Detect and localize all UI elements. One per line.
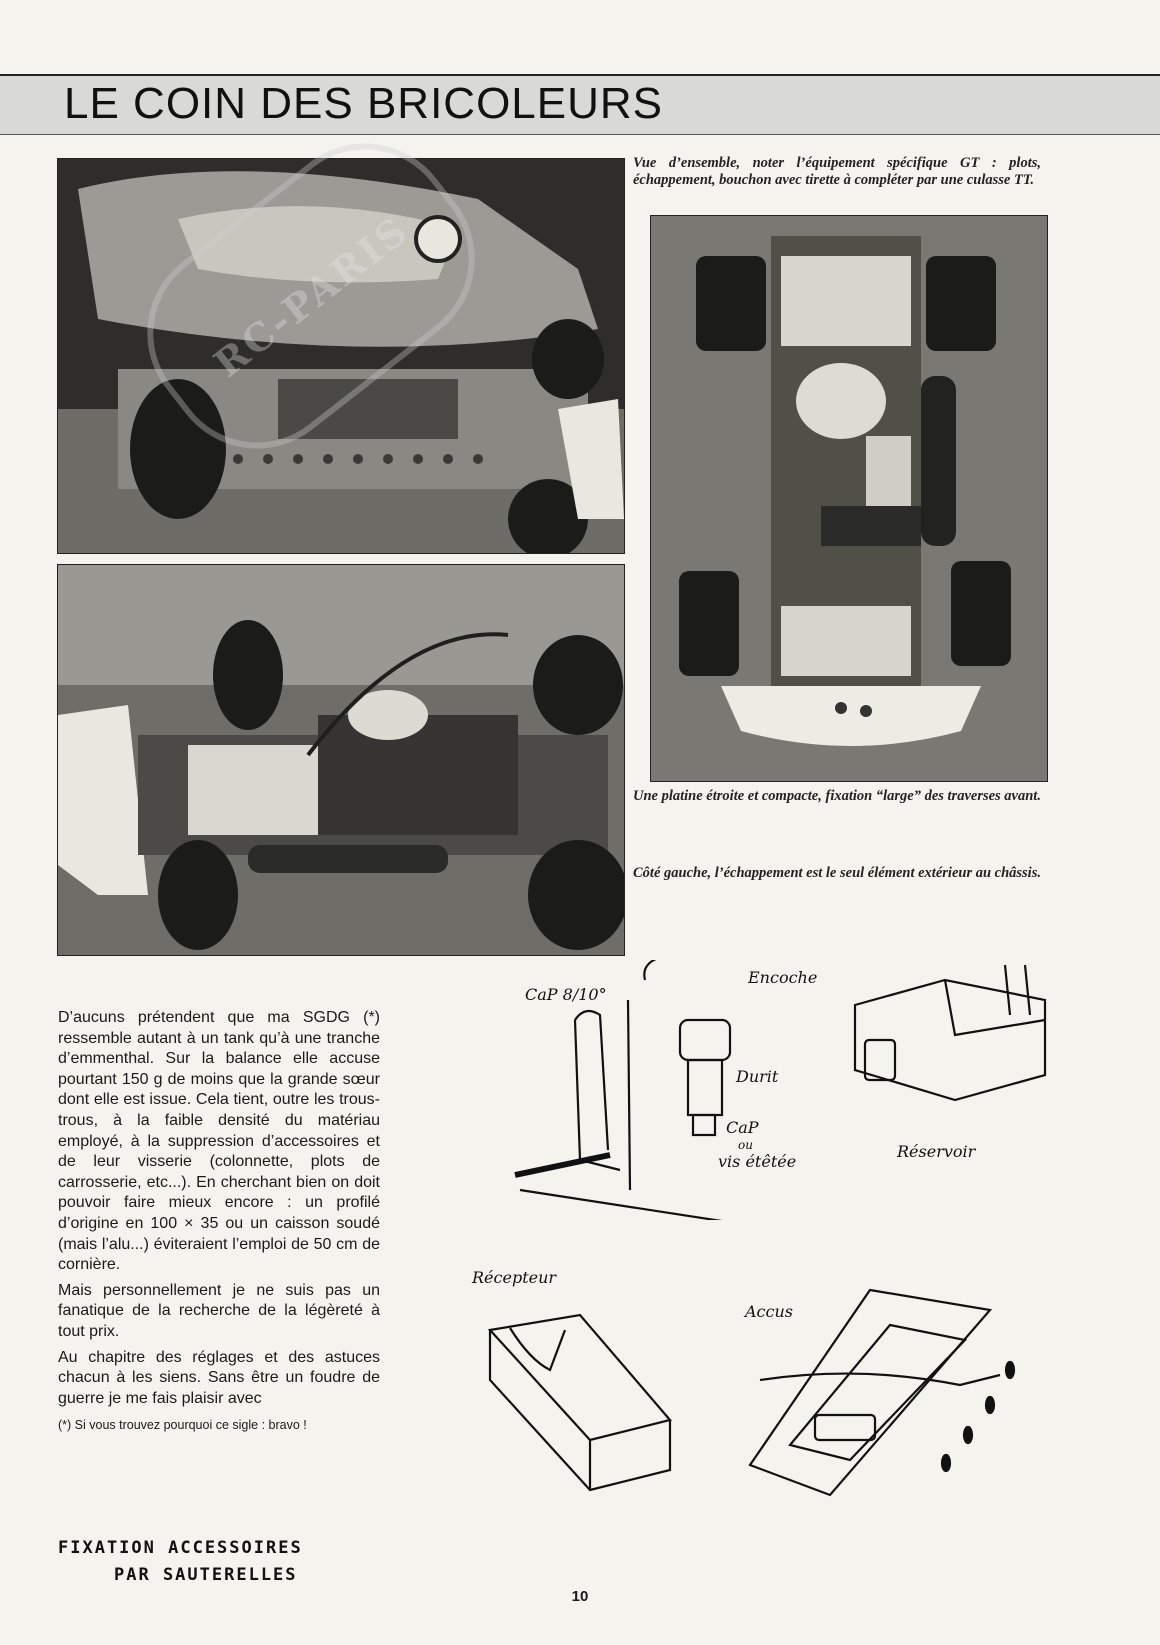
label-vis-etetee: vis étêtée bbox=[718, 1152, 797, 1171]
label-reservoir: Réservoir bbox=[897, 1142, 976, 1161]
paragraph-2: Mais personnellement je ne suis pas un f… bbox=[58, 1281, 380, 1340]
photo-chassis-left-side bbox=[57, 564, 625, 956]
sketch-title: FIXATION ACCESSOIRES PAR SAUTERELLES bbox=[58, 1535, 303, 1589]
sketch-clip-detail bbox=[500, 960, 830, 1220]
sketch-title-line-1: FIXATION ACCESSOIRES bbox=[58, 1538, 303, 1558]
watermark-text: RC-PARIS bbox=[205, 206, 417, 386]
page-title: LE COIN DES BRICOLEURS bbox=[64, 79, 664, 128]
footnote: (*) Si vous trouvez pourquoi ce sigle : … bbox=[58, 1418, 307, 1433]
paragraph-1: D’aucuns prétendent que ma SGDG (*) ress… bbox=[58, 1009, 380, 1274]
label-durit: Durit bbox=[736, 1067, 779, 1086]
label-cap: CaP 8/10° bbox=[525, 985, 607, 1004]
label-recepteur: Récepteur bbox=[472, 1268, 557, 1287]
label-accus: Accus bbox=[745, 1302, 793, 1321]
caption-overview: Vue d’ensemble, noter l’équipement spéci… bbox=[633, 155, 1041, 188]
article-body: D’aucuns prétendent que ma SGDG (*) ress… bbox=[58, 1008, 380, 1441]
label-encoche: Encoche bbox=[748, 968, 818, 987]
caption-platine: Une platine étroite et compacte, fixatio… bbox=[633, 788, 1041, 804]
label-ou: ou bbox=[738, 1138, 753, 1152]
sketch-title-line-2: PAR SAUTERELLES bbox=[114, 1565, 298, 1585]
page-number: 10 bbox=[571, 1588, 589, 1605]
sketch-accus bbox=[740, 1285, 1050, 1510]
label-cap-2: CaP bbox=[726, 1118, 759, 1137]
sketch-recepteur bbox=[470, 1300, 710, 1510]
sketch-reservoir bbox=[845, 935, 1060, 1110]
caption-left-side: Côté gauche, l’échappement est le seul é… bbox=[633, 865, 1041, 881]
paragraph-3: Au chapitre des réglages et des astuces … bbox=[58, 1348, 380, 1407]
photo-car-with-body bbox=[57, 158, 625, 554]
photo-overview-top bbox=[650, 215, 1048, 782]
header-band bbox=[0, 74, 1160, 135]
